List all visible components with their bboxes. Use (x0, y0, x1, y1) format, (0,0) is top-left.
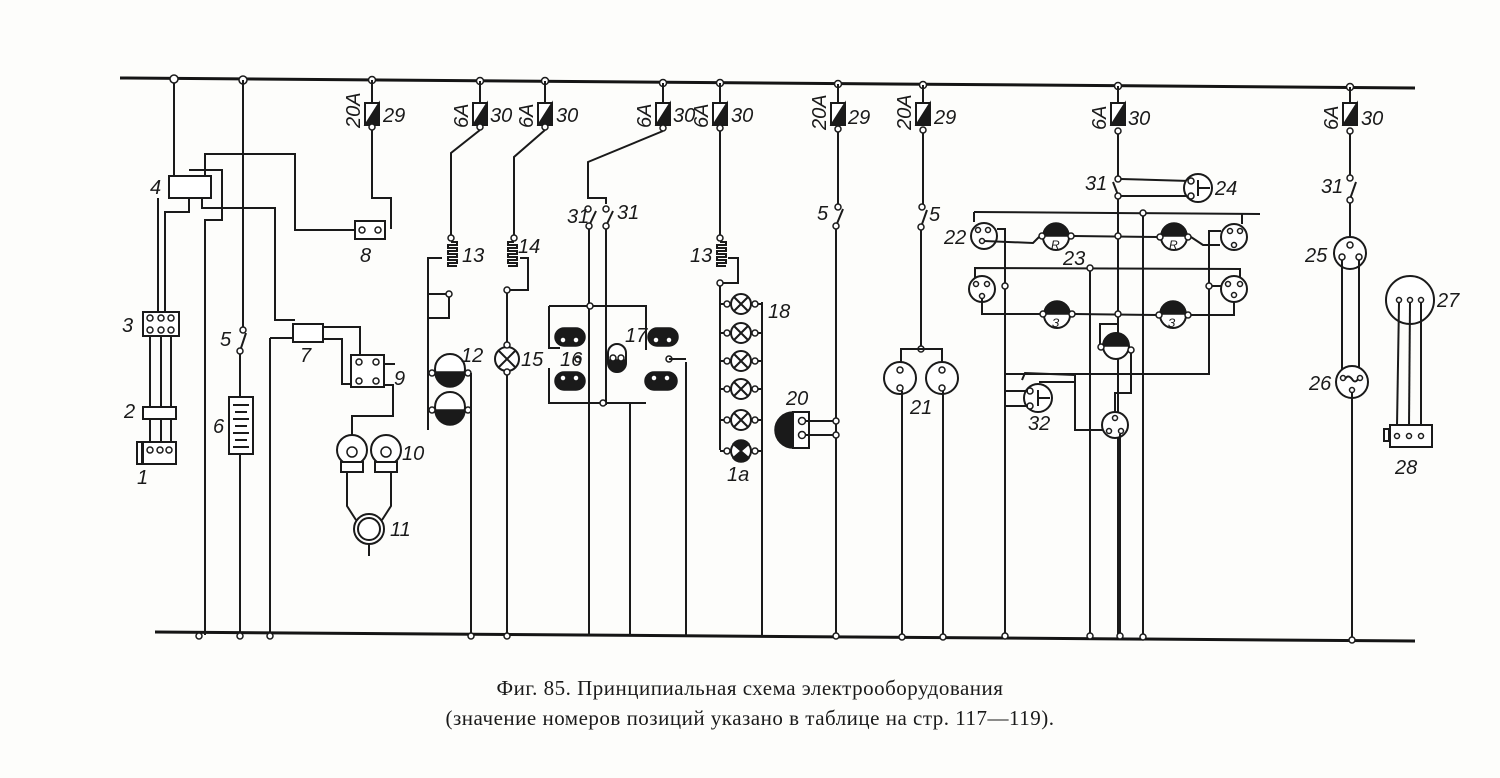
fuse-29-lamps21: 29 20A 5 21 (883, 80, 959, 641)
label-31-right: 31 (617, 202, 639, 224)
label-27: 27 (1436, 290, 1460, 312)
generator-group: 4 3 2 1 (122, 74, 357, 640)
svg-text:R: R (1169, 238, 1178, 252)
label-32: 32 (1028, 413, 1050, 435)
figure-caption-title: Фиг. 85. Принципиальная схема электрообо… (496, 676, 1004, 700)
label-20: 20 (785, 388, 808, 410)
label-22: 22 (943, 227, 966, 249)
label-8: 8 (360, 245, 371, 267)
label-7: 7 (300, 345, 312, 367)
label-18: 18 (768, 301, 790, 323)
svg-text:29: 29 (933, 107, 956, 129)
svg-text:20A: 20A (894, 94, 916, 131)
label-31-rear: 31 (1085, 173, 1107, 195)
svg-text:30: 30 (490, 105, 512, 127)
label-28: 28 (1394, 457, 1417, 479)
svg-text:29: 29 (847, 107, 870, 129)
fuse-29-1: 29 20A 8 (343, 75, 405, 267)
svg-text:6A: 6A (516, 104, 538, 128)
svg-text:30: 30 (1128, 108, 1150, 130)
label-10: 10 (402, 443, 424, 465)
label-14: 14 (518, 236, 540, 258)
label-23: 23 (1062, 248, 1085, 270)
label-26: 26 (1308, 373, 1332, 395)
label-12: 12 (461, 345, 483, 367)
ignition-group: 7 9 10 11 (266, 323, 424, 640)
turn-lamps-16: 16 (554, 327, 686, 391)
battery-group: 5 6 (213, 75, 254, 640)
label-4: 4 (150, 177, 161, 199)
label-2: 2 (123, 401, 135, 423)
positive-bus (119, 76, 1416, 90)
fuse-30-dash: 30 6A 14 15 (494, 76, 578, 640)
headlights-12: 12 (428, 345, 483, 640)
fuse-30-rear-group: 30 6A 31 24 (1085, 81, 1237, 636)
horn-20: 20 (774, 388, 840, 449)
svg-text:30: 30 (1361, 108, 1383, 130)
label-15: 15 (521, 349, 544, 371)
label-24: 24 (1214, 178, 1237, 200)
fuse-30-trailer: 30 6A 31 (1321, 82, 1383, 238)
fuse-30-signal: 30 6A 31 31 (548, 78, 695, 636)
label-5-main-switch: 5 (220, 329, 232, 351)
label-5-horn: 5 (817, 203, 829, 225)
label-11: 11 (390, 519, 411, 541)
label-13-left: 13 (462, 245, 484, 267)
label-31-trailer: 31 (1321, 176, 1343, 198)
spark-plug-10-left (336, 434, 368, 473)
label-21: 21 (909, 397, 932, 419)
label-1: 1 (137, 467, 148, 489)
svg-text:З: З (1168, 316, 1176, 330)
svg-text:30: 30 (673, 105, 695, 127)
socket-27-group: 27 28 (1383, 275, 1460, 479)
svg-text:30: 30 (556, 105, 578, 127)
label-9: 9 (394, 368, 405, 390)
socket-22-left (970, 222, 998, 250)
label-3: 3 (122, 315, 133, 337)
instrument-lamps-18: 1a (720, 293, 762, 486)
tail-lamp-17: 17 (607, 325, 648, 373)
svg-text:R: R (1051, 238, 1060, 252)
signal-lamps-group: 22 R 23 R З З (943, 209, 1261, 641)
svg-text:6A: 6A (451, 104, 473, 128)
label-25: 25 (1304, 245, 1328, 267)
fuse-30-headlight: 30 6A (450, 76, 512, 236)
svg-text:20A: 20A (809, 94, 831, 131)
svg-text:6A: 6A (1321, 106, 1343, 130)
ground-bus (154, 630, 1416, 643)
socket-25-group: 25 26 (1304, 236, 1369, 644)
fuse-30-instruments: 30 6A 13 18 (690, 78, 790, 636)
svg-text:6A: 6A (691, 104, 713, 128)
label-17: 17 (625, 325, 648, 347)
label-6: 6 (213, 416, 225, 438)
label-13-right: 13 (690, 245, 712, 267)
figure-caption-note: (значение номеров позиций указано в табл… (445, 706, 1055, 730)
label-31-left: 31 (567, 206, 589, 228)
indicator-lamp-1a (720, 439, 762, 463)
svg-text:6A: 6A (1089, 106, 1111, 130)
label-16: 16 (560, 349, 583, 371)
label-1a: 1a (727, 464, 749, 486)
svg-text:20A: 20A (343, 92, 365, 129)
rheostat-13-left: 13 (427, 234, 484, 430)
spark-plug-10-right (370, 434, 402, 473)
relay-8 (354, 220, 386, 240)
svg-text:6A: 6A (634, 104, 656, 128)
svg-text:30: 30 (731, 105, 753, 127)
label-5-lamps: 5 (929, 204, 941, 226)
fuse-29-horn: 29 20A 5 (809, 79, 870, 640)
svg-text:29: 29 (382, 105, 405, 127)
connector-2 (142, 406, 177, 420)
coil-7 (292, 323, 324, 343)
regulator-4 (168, 175, 212, 199)
svg-text:З: З (1052, 316, 1060, 330)
